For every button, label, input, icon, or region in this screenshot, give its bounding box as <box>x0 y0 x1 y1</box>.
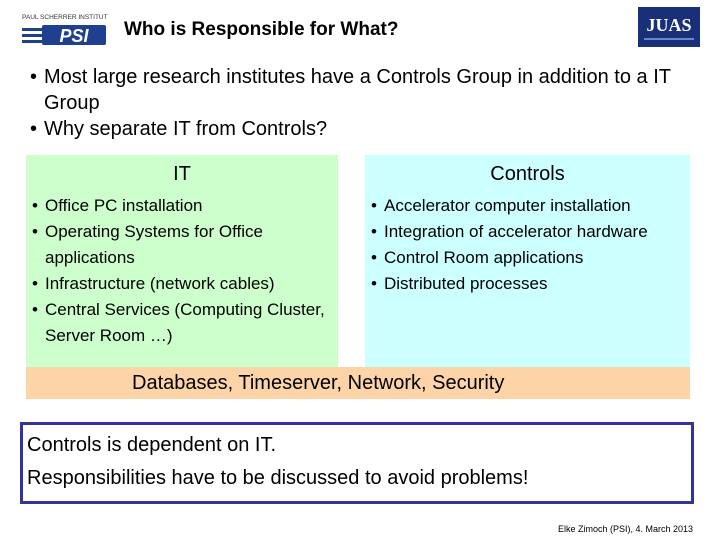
bullet-icon: • <box>30 66 38 88</box>
it-column: IT • Office PC installation • Operating … <box>26 155 338 367</box>
psi-logo: PAUL SCHERRER INSTITUT PSI <box>22 12 108 46</box>
conclusion-line-2: Responsibilities have to be discussed to… <box>27 467 529 489</box>
list-item: • Distributed processes <box>371 271 689 297</box>
list-item: • Infrastructure (network cables) <box>32 271 332 297</box>
intro-bullet: • Most large research institutes have a … <box>30 64 690 116</box>
bullet-icon: • <box>371 222 377 241</box>
list-item: • Integration of accelerator hardware <box>371 219 689 245</box>
shared-services-text: Databases, Timeserver, Network, Security <box>132 372 505 394</box>
list-item-text: Distributed processes <box>384 274 548 293</box>
it-list: • Office PC installation • Operating Sys… <box>32 193 332 349</box>
bullet-icon: • <box>32 300 38 319</box>
intro-bullet-text: Why separate IT from Controls? <box>44 118 328 140</box>
controls-column: Controls • Accelerator computer installa… <box>365 155 690 367</box>
list-item: • Office PC installation <box>32 193 332 219</box>
list-item-text: Operating Systems for Office application… <box>45 222 263 267</box>
bullet-icon: • <box>30 118 38 140</box>
list-item-text: Control Room applications <box>384 248 584 267</box>
intro-bullet-list: • Most large research institutes have a … <box>30 64 690 142</box>
bullet-icon: • <box>32 274 38 293</box>
intro-bullet: • Why separate IT from Controls? <box>30 116 690 142</box>
list-item: • Operating Systems for Office applicati… <box>32 219 332 271</box>
list-item-text: Accelerator computer installation <box>384 196 631 215</box>
page-title: Who is Responsible for What? <box>124 19 399 40</box>
list-item-text: Integration of accelerator hardware <box>384 222 648 241</box>
juas-logo-text: JUAS <box>646 15 691 35</box>
it-heading: IT <box>173 163 191 185</box>
footer-credit: Elke Zimoch (PSI), 4. March 2013 <box>558 524 694 534</box>
bullet-icon: • <box>371 274 377 293</box>
list-item: • Central Services (Computing Cluster, S… <box>32 297 332 349</box>
bullet-icon: • <box>371 196 377 215</box>
shared-services-bar: Databases, Timeserver, Network, Security <box>26 367 690 399</box>
list-item-text: Central Services (Computing Cluster, Ser… <box>45 300 325 345</box>
controls-heading: Controls <box>490 163 565 185</box>
intro-bullet-text: Most large research institutes have a Co… <box>44 66 671 114</box>
controls-list: • Accelerator computer installation • In… <box>371 193 689 297</box>
list-item-text: Infrastructure (network cables) <box>45 274 275 293</box>
juas-logo: JUAS <box>638 7 700 47</box>
conclusion-box: Controls is dependent on IT. Responsibil… <box>20 422 694 504</box>
psi-logo-caption: PAUL SCHERRER INSTITUT <box>22 14 108 21</box>
list-item-text: Office PC installation <box>45 196 203 215</box>
psi-logo-mark: PSI <box>59 26 89 46</box>
list-item: • Accelerator computer installation <box>371 193 689 219</box>
list-item: • Control Room applications <box>371 245 689 271</box>
conclusion-line-1: Controls is dependent on IT. <box>27 434 277 456</box>
bullet-icon: • <box>32 196 38 215</box>
bullet-icon: • <box>32 222 38 241</box>
bullet-icon: • <box>371 248 377 267</box>
